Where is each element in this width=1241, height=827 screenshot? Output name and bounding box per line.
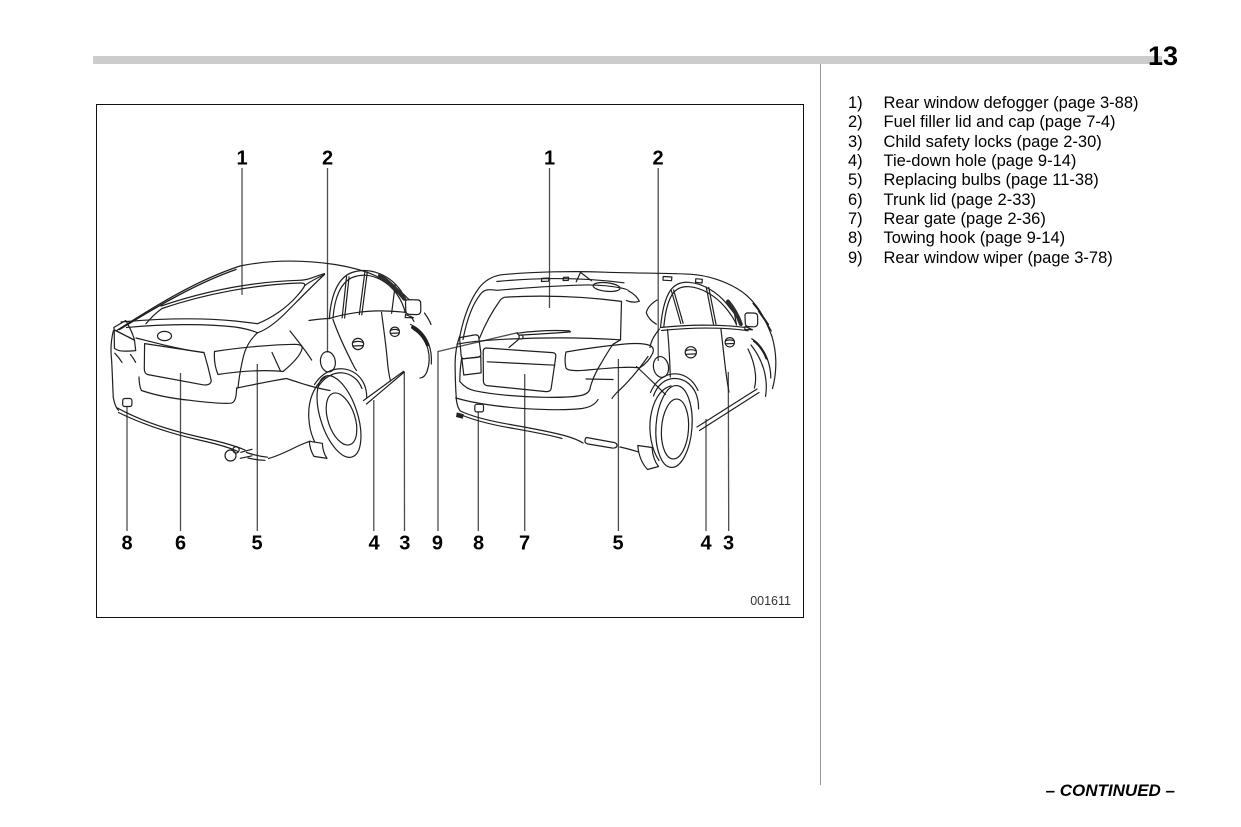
- svg-text:3: 3: [723, 532, 734, 554]
- svg-text:8: 8: [121, 532, 132, 554]
- svg-text:8: 8: [473, 532, 484, 554]
- svg-text:7: 7: [519, 532, 530, 554]
- svg-text:6: 6: [175, 532, 186, 554]
- svg-text:1: 1: [236, 147, 247, 169]
- svg-text:3: 3: [399, 532, 410, 554]
- svg-text:4: 4: [700, 532, 712, 554]
- svg-text:2: 2: [652, 147, 663, 169]
- svg-text:5: 5: [612, 532, 623, 554]
- svg-text:4: 4: [368, 532, 380, 554]
- svg-text:2: 2: [322, 147, 333, 169]
- svg-text:1: 1: [544, 147, 555, 169]
- svg-text:5: 5: [251, 532, 262, 554]
- svg-text:9: 9: [432, 532, 443, 554]
